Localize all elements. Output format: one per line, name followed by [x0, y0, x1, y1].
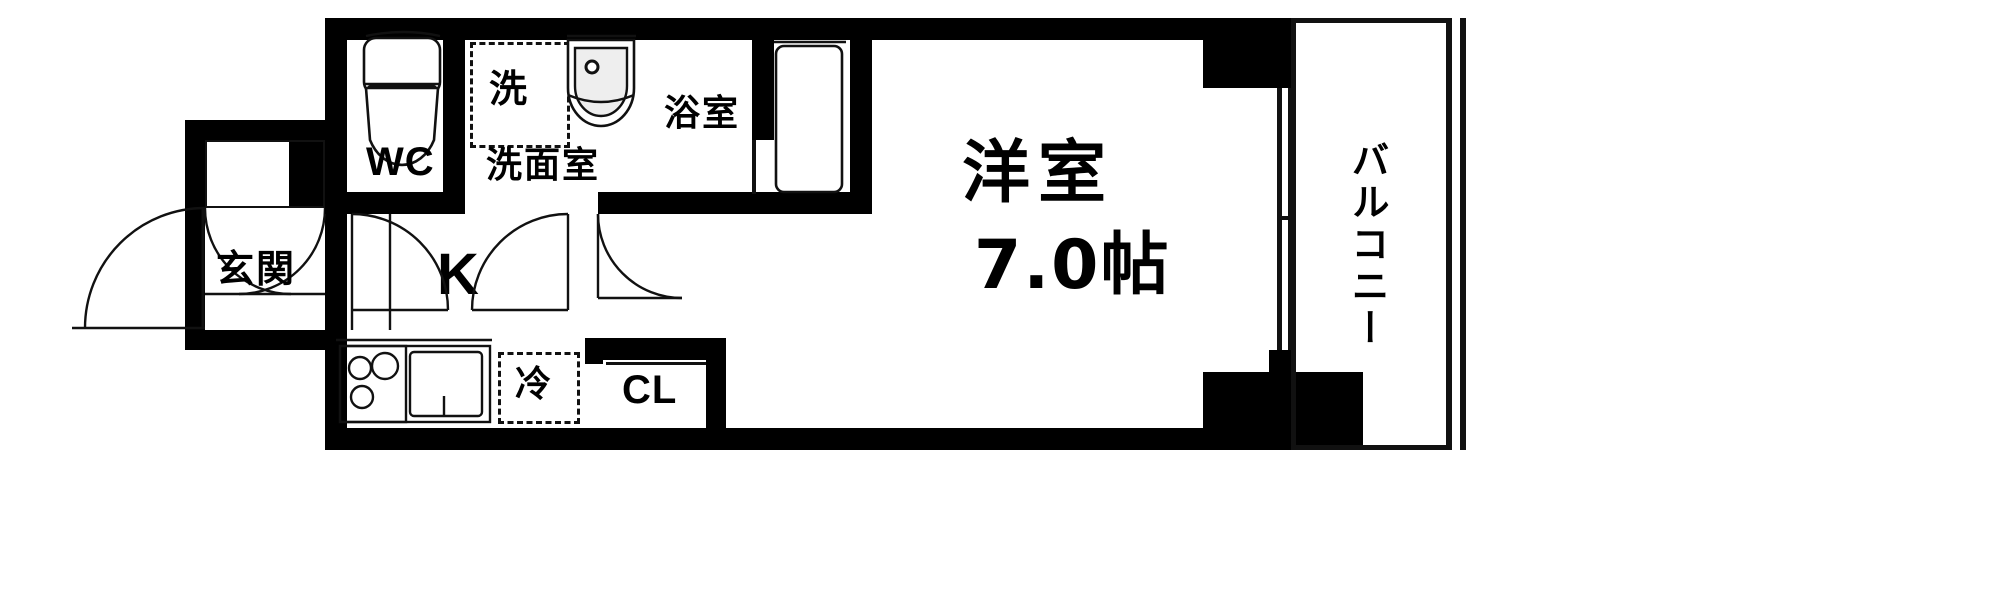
wall-entry-bottom — [185, 330, 347, 350]
vanity-sink-fixture — [566, 34, 636, 128]
closet-door-line — [606, 362, 706, 365]
western-room-label: 洋室 — [962, 134, 1115, 213]
kitchen-label: K — [437, 242, 480, 307]
wall-entry-door-pier — [289, 120, 325, 208]
toilet-label: WC — [366, 140, 435, 184]
wall-kitchen-pier — [325, 322, 347, 450]
washroom-door-swing — [596, 213, 683, 300]
balcony-label: バルコニー — [1345, 140, 1389, 350]
entrance-hall-doors — [203, 207, 327, 296]
bath-door-panel — [752, 140, 756, 194]
shoe-cabinet — [205, 140, 325, 208]
balcony-rail-outer — [1446, 18, 1452, 450]
balcony-wall-bottom — [1291, 445, 1451, 450]
entrance-door-swing — [72, 206, 206, 330]
entrance-label: 玄関 — [216, 247, 297, 291]
washing-machine-label: 洗 — [489, 67, 530, 111]
bathtub-fixture — [774, 40, 846, 194]
wall-bath-right — [850, 18, 872, 214]
window-sash-mid — [1277, 216, 1293, 220]
wall-right-lower — [1269, 350, 1291, 450]
wall-wc-bottom — [325, 192, 465, 214]
wall-wc-right — [443, 18, 465, 210]
refrigerator-space — [498, 352, 580, 424]
closet-label: CL — [622, 368, 678, 412]
refrigerator-label: 冷 — [515, 364, 554, 405]
balcony-wall-left — [1291, 18, 1296, 450]
wall-bath-bottom — [650, 192, 872, 214]
wall-entry-left — [185, 120, 205, 350]
wall-bottom-main — [325, 428, 1363, 450]
balcony-wall-top — [1291, 18, 1451, 23]
wall-closet-top — [598, 338, 726, 360]
toilet-fixture — [362, 30, 442, 167]
kitchen-counter — [336, 338, 492, 424]
western-room-size: 7.0帖 — [974, 226, 1171, 305]
bathroom-label: 浴室 — [664, 93, 741, 134]
wall-closet-right — [706, 338, 726, 450]
kitchen-door-swings — [351, 212, 570, 312]
wall-washroom-right — [752, 18, 774, 140]
balcony-rail-inner — [1460, 18, 1466, 450]
washroom-label: 洗面室 — [486, 145, 601, 186]
wall-right-upper — [1269, 18, 1291, 88]
